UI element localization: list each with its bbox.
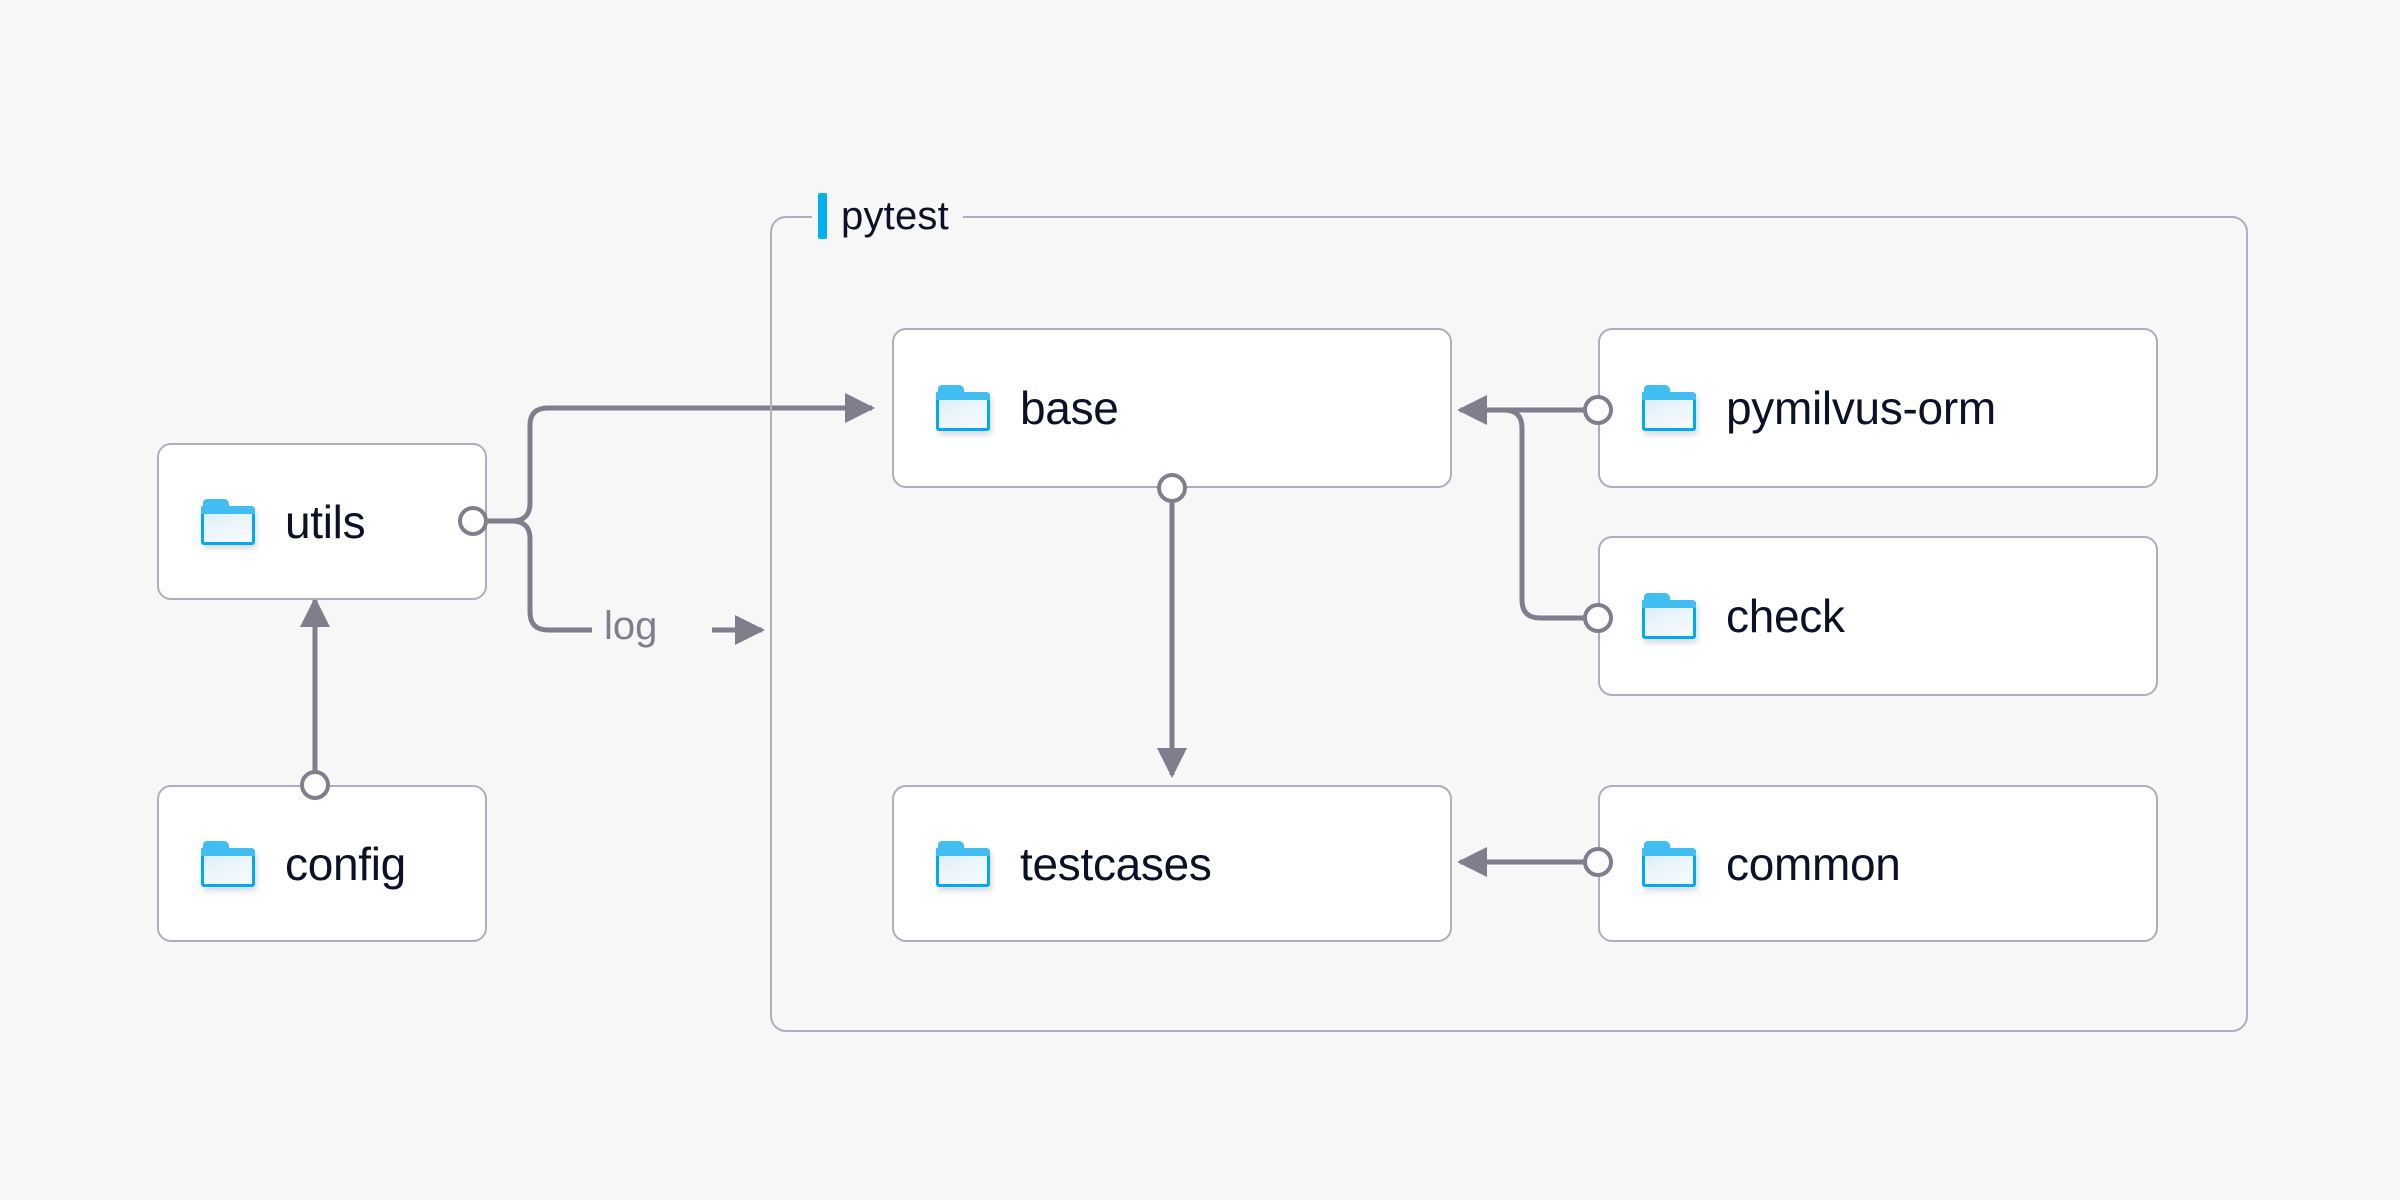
port-pymilvus-orm-left[interactable]	[1583, 395, 1613, 425]
port-check-left[interactable]	[1583, 603, 1613, 633]
node-utils[interactable]: utils	[157, 443, 487, 600]
port-config-top[interactable]	[300, 770, 330, 800]
accent-bar-icon	[818, 193, 827, 239]
edge-utils-to-pytest-log	[488, 518, 765, 645]
group-pytest-label: pytest	[812, 189, 963, 243]
group-pytest[interactable]	[770, 216, 2248, 1032]
folder-icon	[1642, 593, 1696, 639]
node-base-label: base	[1020, 382, 1119, 434]
folder-icon	[1642, 385, 1696, 431]
node-check[interactable]: check	[1598, 536, 2158, 696]
folder-icon	[201, 840, 255, 887]
node-common[interactable]: common	[1598, 785, 2158, 942]
edge-label-log: log	[604, 604, 658, 648]
node-testcases-label: testcases	[1020, 837, 1212, 890]
port-common-left[interactable]	[1583, 847, 1613, 877]
node-check-label: check	[1726, 590, 1845, 642]
node-pymilvus-orm[interactable]: pymilvus-orm	[1598, 328, 2158, 488]
node-base[interactable]: base	[892, 328, 1452, 488]
group-title: pytest	[841, 194, 949, 238]
folder-icon	[936, 385, 990, 431]
folder-icon	[201, 498, 255, 545]
node-utils-label: utils	[285, 495, 366, 548]
node-config-label: config	[285, 837, 406, 890]
folder-icon	[936, 840, 990, 887]
node-pymilvus-orm-label: pymilvus-orm	[1726, 382, 1996, 434]
node-config[interactable]: config	[157, 785, 487, 942]
edge-check-to-base	[1460, 407, 1584, 621]
port-base-bottom[interactable]	[1157, 473, 1187, 503]
port-utils-right[interactable]	[458, 506, 488, 536]
folder-icon	[1642, 840, 1696, 887]
node-common-label: common	[1726, 837, 1901, 890]
node-testcases[interactable]: testcases	[892, 785, 1452, 942]
